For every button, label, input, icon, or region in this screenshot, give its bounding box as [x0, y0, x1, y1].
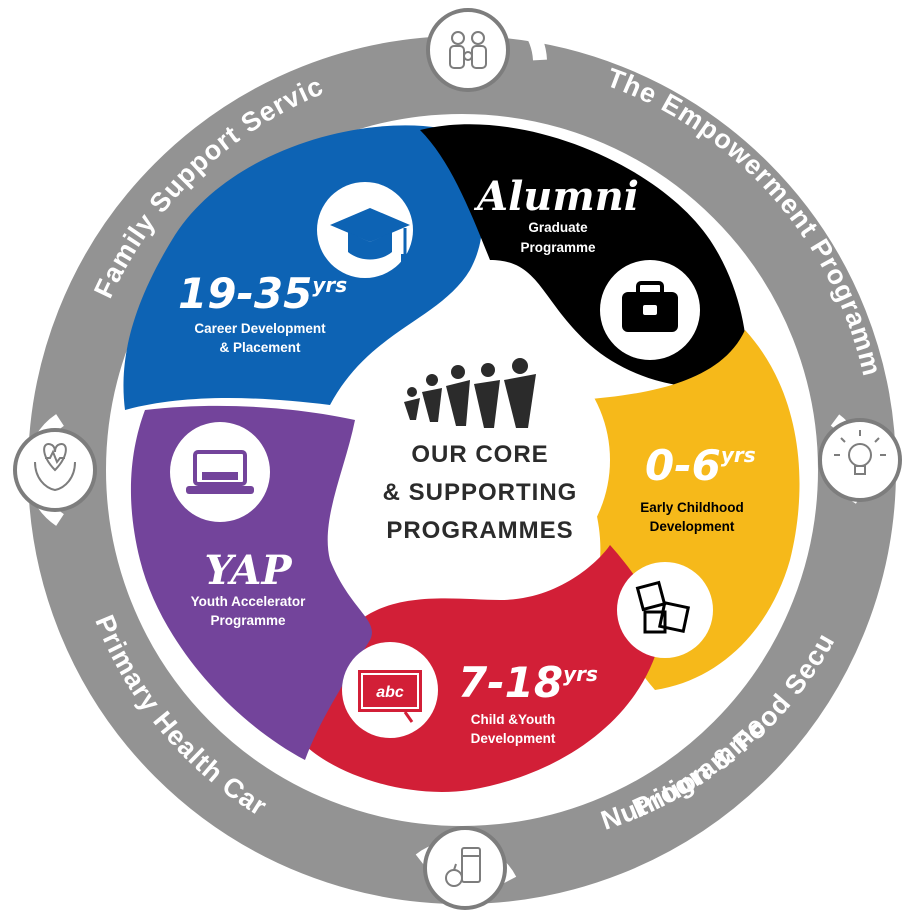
ecd-icon-badge — [617, 562, 713, 658]
empowerment-node — [818, 418, 902, 502]
career-icon-badge — [317, 182, 413, 278]
alumni-line1: Graduate — [528, 220, 588, 235]
food-icon — [445, 847, 481, 887]
family-node — [426, 8, 510, 92]
laptop-icon — [186, 450, 254, 494]
ecd-age-number: 0-6 — [645, 441, 721, 490]
child-line1: Child &Youth — [471, 712, 555, 727]
center-title-line3: PROGRAMMES — [386, 517, 573, 544]
career-age: 19-35yrs — [178, 269, 347, 318]
yap-icon-badge — [170, 422, 270, 522]
yap-title: YAP — [204, 547, 293, 594]
center-title-line2: & SUPPORTING — [383, 479, 578, 506]
child-age-yrs: yrs — [563, 662, 598, 686]
yap-line1: Youth Accelerator — [191, 594, 307, 609]
career-line2: & Placement — [219, 340, 301, 355]
people-icon — [404, 358, 536, 428]
career-age-number: 19-35 — [178, 269, 312, 318]
yap-line2: Programme — [210, 613, 286, 628]
child-icon-badge: abc — [342, 642, 438, 738]
abc-board-icon — [358, 670, 422, 723]
ecd-line2: Development — [650, 519, 735, 534]
alumni-line2: Programme — [520, 240, 596, 255]
ecd-age-yrs: yrs — [721, 443, 756, 467]
lightbulb-icon — [834, 430, 886, 475]
ecd-age: 0-6yrs — [645, 441, 756, 490]
family-icon — [449, 31, 487, 69]
child-line2: Development — [471, 731, 556, 746]
center-title-line1: OUR CORE — [411, 441, 548, 468]
caring-hands-heart-icon — [34, 443, 76, 492]
ecd-line1: Early Childhood — [640, 500, 744, 515]
alphabet-blocks-icon — [635, 580, 691, 634]
alumni-title: Alumni — [473, 173, 639, 220]
alumni-icon-badge — [600, 260, 700, 360]
child-age-number: 7-18 — [458, 658, 563, 707]
briefcase-icon — [622, 281, 678, 332]
career-line1: Career Development — [194, 321, 326, 336]
health-node — [13, 428, 97, 512]
career-age-yrs: yrs — [312, 273, 347, 297]
graduation-cap-icon — [330, 208, 410, 264]
child-age: 7-18yrs — [458, 658, 598, 707]
nutrition-node — [423, 826, 507, 910]
board-text: abc — [376, 684, 404, 701]
